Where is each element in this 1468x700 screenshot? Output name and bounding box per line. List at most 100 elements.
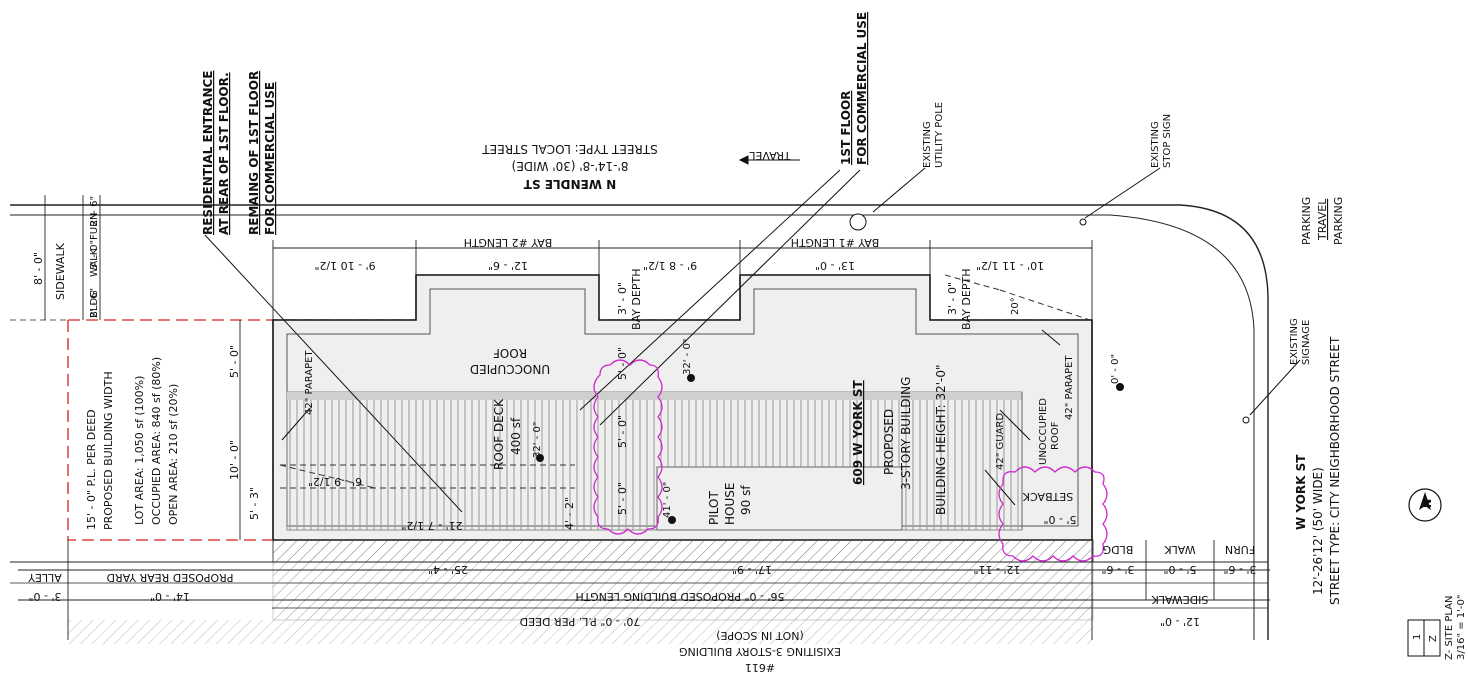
stair-lines <box>279 274 1091 489</box>
dim-5-0-b: 5' - 0" <box>616 347 629 380</box>
stories: 3-STORY BUILDING <box>899 377 913 490</box>
note-stop-sign-1: EXISTING <box>1150 121 1161 168</box>
bay-depth-b-label: BAY DEPTH <box>960 269 973 330</box>
alley: ALLEY <box>28 571 62 584</box>
left-dim-2-6-a: 2' - 6" <box>89 196 100 226</box>
elev-0: 0' - 0" <box>1110 354 1121 384</box>
dim-21-7: 21' - 7 1/2" <box>401 519 462 532</box>
york-name: W YORK ST <box>1294 454 1308 530</box>
dim-4-2: 4' - 2" <box>563 497 576 530</box>
pilot-area: 90 sf <box>739 485 753 515</box>
left-dim-2-6-b: 2' - 6" <box>89 288 100 318</box>
rear-dim: 14' - 0" <box>150 590 190 603</box>
bay-1-length: BAY #1 LENGTH <box>791 236 880 249</box>
title-block-box <box>1407 619 1441 657</box>
north-arrow <box>1408 488 1442 522</box>
left-occupied-area: OCCUPIED AREA: 840 sf (80%) <box>150 357 163 525</box>
elev-32-a: 32' - 0" <box>532 422 543 458</box>
dim-10-0: 10' - 0" <box>228 440 241 480</box>
note-signage-2: SIGNAGE <box>1301 320 1312 365</box>
left-furn: FURN <box>89 213 100 241</box>
note-residential-1: RESIDENTIAL ENTRANCE <box>201 70 215 235</box>
dim-25-4: 25' - 4" <box>428 563 468 576</box>
note-utility-pole-2: UTILITY POLE <box>934 102 945 168</box>
sheet-title: Z- SITE PLAN <box>1444 595 1455 660</box>
left-pl-width: 15' - 0" P.L. PER DEED <box>85 409 98 530</box>
york-width: 12'-26'12' (50' WIDE) <box>1311 467 1325 595</box>
note-residential-2: AT REAR OF 1ST FLOOR. <box>217 72 231 235</box>
pilot-house-2: HOUSE <box>723 483 737 525</box>
wendle-type: STREET TYPE: LOCAL STREET <box>482 142 658 156</box>
lane-parking-2: PARKING <box>1332 197 1345 245</box>
roof-deck-area: 400 sf <box>509 417 523 455</box>
bay-depth-b-dim: 3' - 0" <box>946 282 959 315</box>
unocc-right-2: ROOF <box>1050 421 1061 450</box>
setback-dim: 5' - 0" <box>1043 513 1076 526</box>
elev-32-b: 32' - 0" <box>682 339 693 375</box>
building-length: 56' - 0" PROPOSED BUILDING LENGTH <box>575 590 784 603</box>
north-label: N <box>1421 499 1434 508</box>
note-remaining-2: FOR COMMERCIAL USE <box>263 82 277 235</box>
bottom-5-0: 5' - 0" <box>1163 563 1196 576</box>
dim-5-0-a: 5' - 0" <box>228 345 241 378</box>
existing-building: EXISITING 3-STORY BUILDING <box>679 645 841 658</box>
york-type: STREET TYPE: CITY NEIGHBORHOOD STREET <box>1328 336 1342 605</box>
left-walk: WALK <box>89 248 100 277</box>
elev-41: 41' - 0" <box>662 482 673 518</box>
wendle-width: 8'-14'-8' (30' WIDE) <box>512 159 629 173</box>
sheet-letter: Z <box>1428 635 1439 642</box>
street-curbs <box>10 204 1269 640</box>
dimension-lines <box>18 195 1270 640</box>
bay-2-length: BAY #2 LENGTH <box>464 236 553 249</box>
roof-deck: ROOF DECK <box>492 398 506 470</box>
dim-5-3: 5' - 3" <box>248 487 261 520</box>
angle-label: 20° <box>1010 297 1021 315</box>
top-dim-4: 13' - 0" <box>815 259 855 272</box>
bottom-3-6-b: 3' - 6" <box>1223 563 1256 576</box>
dim-12-11: 12' - 11" <box>973 563 1020 576</box>
building-footprint <box>272 274 1093 541</box>
unoccupied-roof-1: UNOCCUPIED <box>470 362 550 376</box>
note-signage-1: EXISTING <box>1289 318 1300 365</box>
left-sidewalk: SIDEWALK <box>54 242 67 300</box>
dim-5-0-d: 5' - 0" <box>616 482 629 515</box>
dim-6-9: 6' - 9 1/2" <box>308 475 362 488</box>
dim-17-9: 17' - 9" <box>732 563 772 576</box>
hatched-zones <box>10 539 1268 644</box>
setback: SETBACK <box>1022 490 1073 503</box>
proposed: PROPOSED <box>882 409 896 475</box>
dim-5-0-c: 5' - 0" <box>616 415 629 448</box>
top-dim-3: 9' - 8 1/2" <box>643 259 697 272</box>
bottom-bldg: BLDG <box>1103 543 1134 556</box>
lane-travel: TRAVEL <box>1316 198 1329 241</box>
bottom-furn: FURN <box>1225 543 1255 556</box>
top-dim-1: 9' - 10 1/2" <box>314 259 375 272</box>
note-remaining-1: REMAING OF 1ST FLOOR <box>247 71 261 235</box>
note-utility-pole-1: EXISTING <box>922 121 933 168</box>
neighbor-number: #611 <box>745 661 775 674</box>
alley-dim: 3' - 0" <box>28 590 61 603</box>
bottom-sidewalk-dim: 12' - 0" <box>1160 615 1200 628</box>
sheet-scale: 3/16" = 1'-0" <box>1456 595 1467 660</box>
left-open-area: OPEN AREA: 210 sf (20%) <box>167 384 180 525</box>
bottom-3-6-a: 3' - 6" <box>1101 563 1134 576</box>
left-lot-area: LOT AREA: 1,050 sf (100%) <box>133 376 146 525</box>
top-dim-2: 12' - 6" <box>488 259 528 272</box>
pl-deed: 70' - 0" P.L. PER DEED <box>520 615 641 628</box>
left-bldg-walk: BLDG <box>89 290 100 318</box>
pilot-house-1: PILOT <box>707 491 721 525</box>
bottom-sidewalk: SIDEWALK <box>1151 593 1209 606</box>
revision-clouds <box>593 359 1108 562</box>
lane-parking-1: PARKING <box>1300 197 1313 245</box>
bottom-walk: WALK <box>1164 543 1196 556</box>
parapet-right: 42" PARAPET <box>1064 355 1075 420</box>
left-dim-3-0: 3' - 0" <box>89 240 100 270</box>
rear-yard: PROPOSED REAR YARD <box>107 571 234 584</box>
note-stop-sign-2: STOP SIGN <box>1162 114 1173 168</box>
bay-depth-a-dim: 3' - 0" <box>616 282 629 315</box>
note-first-floor-2: FOR COMMERCIAL USE <box>855 12 869 165</box>
top-dim-5: 10' - 11 1/2" <box>976 259 1044 272</box>
parapet-left: 42" PARAPET <box>304 350 315 415</box>
wendle-name: N WENDLE ST <box>523 177 616 191</box>
leader-lines <box>204 155 1301 513</box>
